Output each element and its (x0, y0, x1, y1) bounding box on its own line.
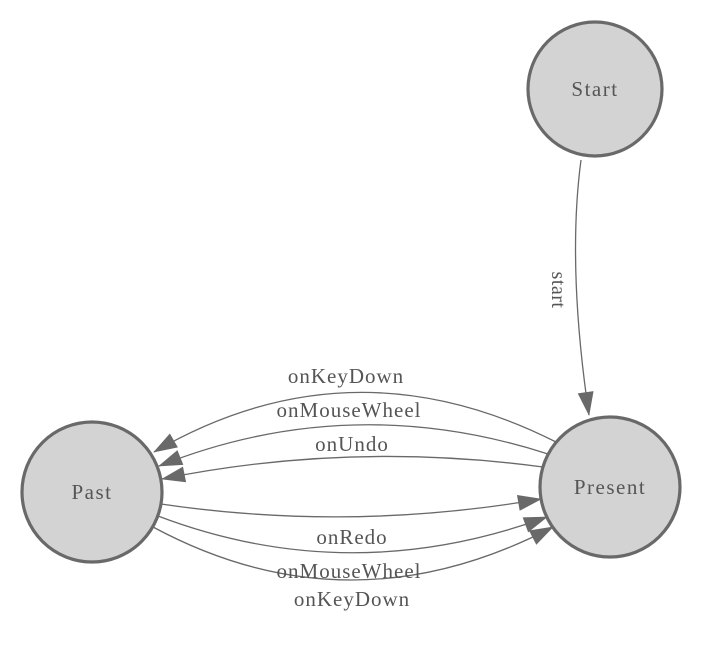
edge-past-to-present-onkeydown (152, 526, 554, 581)
start-node-circle (526, 20, 664, 158)
edge-label-onundo: onUndo (315, 432, 389, 456)
state-node-present: Present (538, 415, 682, 559)
edge-past-to-present-onredo (160, 495, 542, 518)
edge-label-onkeydown-top: onKeyDown (288, 364, 404, 388)
edge-label-onmousewheel-bottom: onMouseWheel (277, 559, 422, 583)
present-node-label: Present (574, 475, 646, 499)
state-node-past: Past (20, 420, 164, 564)
edge-present-to-past-onmousewheel (158, 424, 549, 467)
edge-past-to-present-onmousewheel (157, 515, 548, 554)
start-node-label: Start (571, 77, 618, 101)
edge-present-to-past-onundo (161, 455, 544, 483)
past-node-label: Past (71, 480, 112, 504)
edge-label-start: start (547, 272, 569, 309)
present-node-circle (538, 415, 682, 559)
edge-label-group: start onKeyDown onMouseWheel onUndo onRe… (277, 272, 569, 611)
edge-group (152, 159, 594, 581)
state-node-start: Start (526, 20, 664, 158)
edge-present-to-past-onkeydown (153, 391, 557, 453)
edge-start-to-present (574, 159, 594, 416)
node-group: Start Present Past (20, 20, 682, 564)
edge-label-onkeydown-bottom: onKeyDown (294, 587, 410, 611)
edge-label-onmousewheel-top: onMouseWheel (277, 398, 422, 422)
edge-label-onredo: onRedo (316, 525, 387, 549)
past-node-circle (20, 420, 164, 564)
